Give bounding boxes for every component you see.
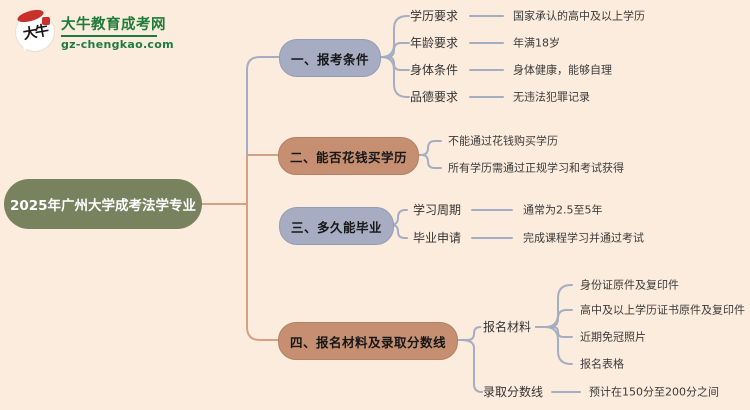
branch-node-application-conditions: 一、报考条件 bbox=[279, 39, 382, 77]
leaf-label: 学习周期 bbox=[413, 203, 462, 217]
leaf-value: 近期免冠照片 bbox=[580, 330, 646, 344]
leaf-label: 品德要求 bbox=[410, 90, 459, 104]
site-domain: gz-chengkao.com bbox=[61, 38, 174, 52]
logo-red-seal-icon bbox=[42, 17, 50, 25]
site-name: 大牛教育成考网 bbox=[61, 17, 166, 33]
logo-icon-text: 大牛 bbox=[21, 23, 49, 43]
leaf-label: 报名材料 bbox=[483, 320, 532, 334]
leaf-label: 身体条件 bbox=[410, 63, 459, 77]
leaf-value: 报名表格 bbox=[580, 357, 624, 371]
leaf-value: 完成课程学习并通过考试 bbox=[523, 231, 644, 245]
leaf-value: 年满18岁 bbox=[513, 36, 560, 50]
leaf-value: 预计在150分至200分之间 bbox=[589, 385, 719, 399]
root-topic-node: 2025年广州大学成考法学专业 bbox=[4, 179, 202, 229]
branch-node-graduation-time: 三、多久能毕业 bbox=[279, 207, 395, 245]
leaf-value: 不能通过花钱购买学历 bbox=[448, 134, 558, 148]
branch-node-materials-scores: 四、报名材料及录取分数线 bbox=[278, 322, 459, 360]
leaf-value: 身体健康，能够自理 bbox=[513, 63, 612, 77]
leaf-value: 所有学历需通过正规学习和考试获得 bbox=[448, 161, 624, 175]
branch-node-buy-diploma: 二、能否花钱买学历 bbox=[278, 137, 420, 175]
leaf-label: 年龄要求 bbox=[410, 36, 459, 50]
leaf-label: 录取分数线 bbox=[483, 385, 544, 399]
leaf-value: 通常为2.5至5年 bbox=[523, 203, 603, 217]
site-logo: 大牛 大牛教育成考网 gz-chengkao.com bbox=[16, 7, 174, 52]
leaf-label: 毕业申请 bbox=[413, 231, 462, 245]
logo-bubble-icon: 大牛 bbox=[16, 7, 54, 51]
leaf-value: 高中及以上学历证书原件及复印件 bbox=[580, 303, 745, 317]
leaf-label: 学历要求 bbox=[410, 9, 459, 23]
leaf-value: 身份证原件及复印件 bbox=[580, 278, 679, 292]
logo-divider bbox=[61, 35, 157, 38]
leaf-value: 无违法犯罪记录 bbox=[513, 90, 590, 104]
leaf-value: 国家承认的高中及以上学历 bbox=[513, 9, 645, 23]
